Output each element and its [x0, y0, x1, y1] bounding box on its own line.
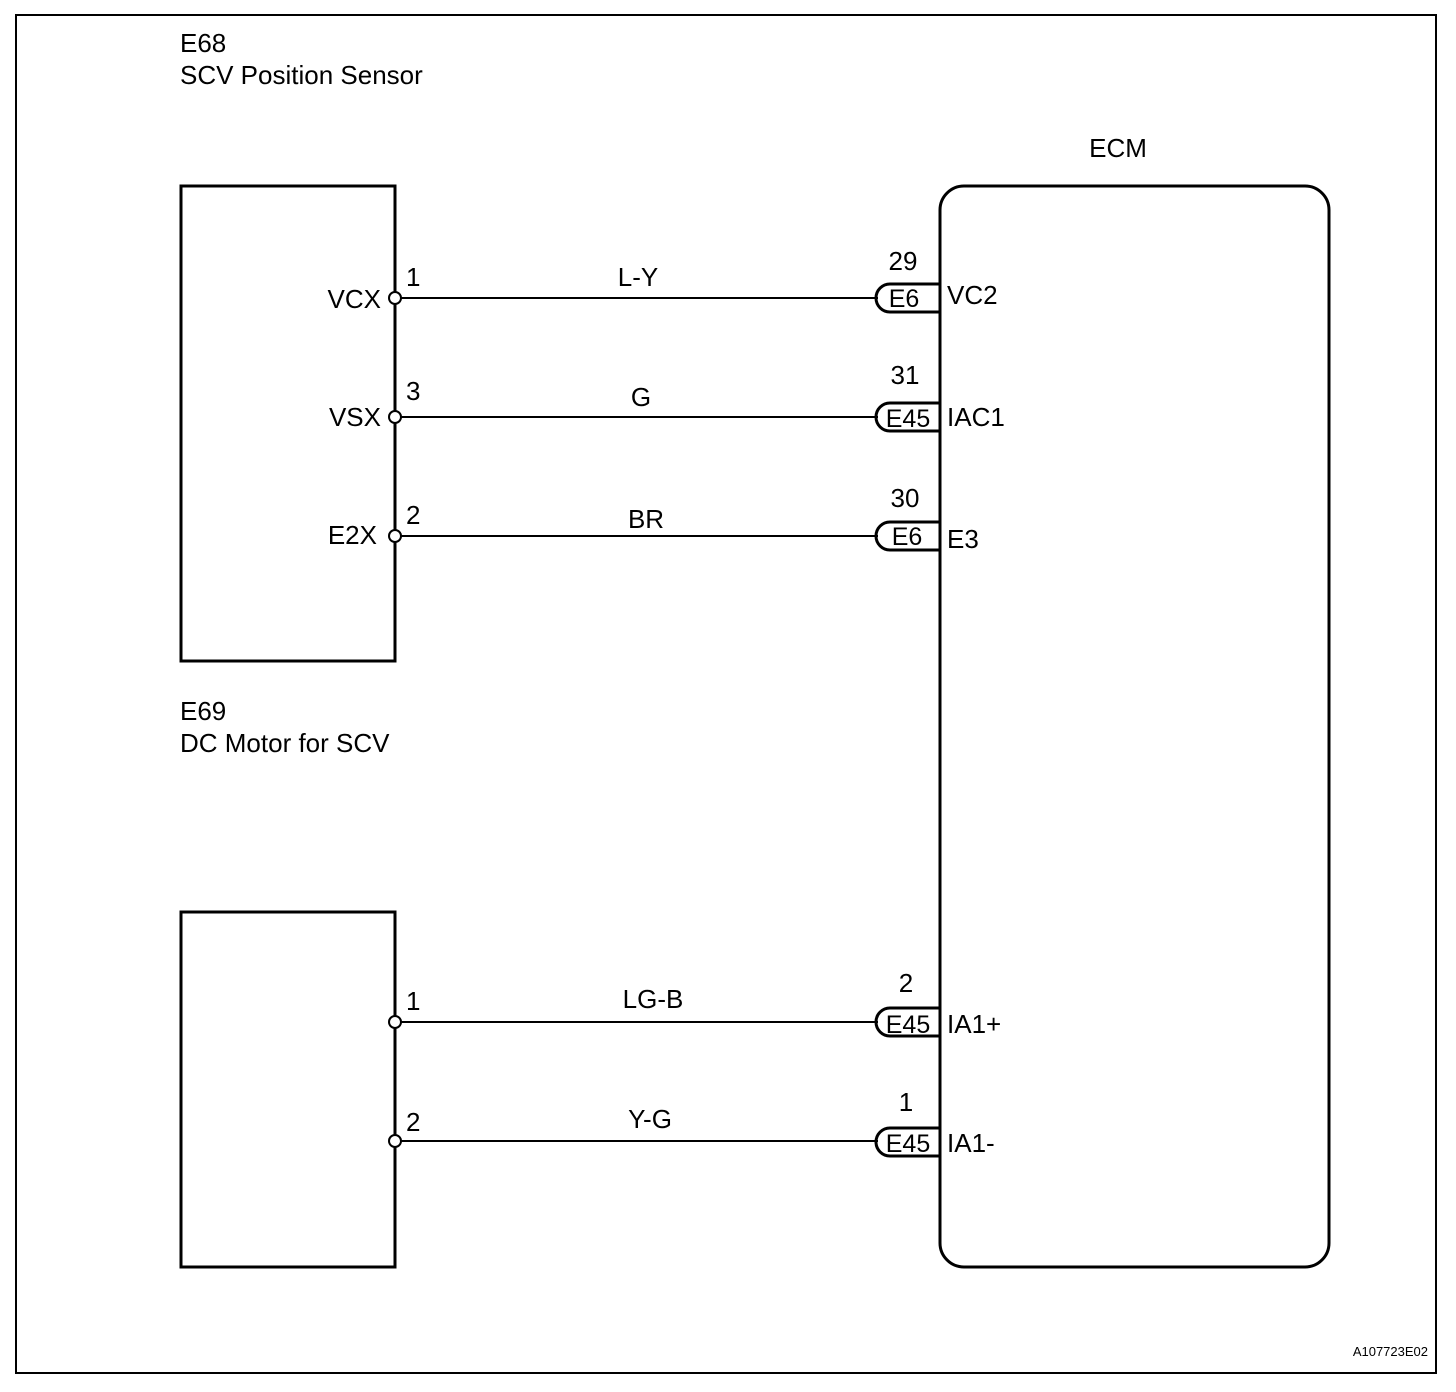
terminal-dot: [388, 1134, 402, 1148]
circuit-vsx: VSX 3 G 31 E45 IAC1: [329, 360, 1005, 433]
circuit-ia1-minus: 2 Y-G 1 E45 IA1-: [388, 1087, 995, 1158]
pin-number: 2: [406, 1107, 420, 1137]
wire-color-label: L-Y: [618, 262, 658, 292]
connector-label: E6: [892, 523, 923, 551]
connector-e45-shape: [874, 1126, 942, 1158]
motor-code: E69: [180, 696, 226, 726]
connector-e45-shape: [874, 401, 942, 433]
connector-e6-shape: [874, 282, 942, 314]
sensor-name: SCV Position Sensor: [180, 60, 423, 90]
wire-color-label: G: [631, 382, 651, 412]
circuit-ia1-plus: 1 LG-B 2 E45 IA1+: [388, 968, 1001, 1039]
connector-label: E45: [886, 1130, 930, 1158]
pin-number: 3: [406, 376, 420, 406]
sensor-terminal-label: VCX: [328, 284, 381, 314]
ecm-terminal-label: IA1-: [947, 1128, 995, 1158]
ecm-pin-number: 29: [889, 246, 918, 276]
pin-number: 1: [406, 262, 420, 292]
ecm-pin-number: 30: [891, 483, 920, 513]
wire-color-label: BR: [628, 504, 664, 534]
ecm-terminal-label: VC2: [947, 280, 998, 310]
terminal-dot: [388, 410, 402, 424]
ecm-pin-number: 1: [899, 1087, 913, 1117]
connector-label: E6: [889, 285, 920, 313]
wire-color-label: LG-B: [623, 984, 684, 1014]
pin-number: 1: [406, 986, 420, 1016]
ecm-pin-number: 31: [891, 360, 920, 390]
terminal-dot: [388, 529, 402, 543]
connector-label: E45: [886, 405, 930, 433]
diagram-frame: [15, 14, 1437, 1374]
ecm-label: ECM: [1089, 133, 1147, 163]
ecm-box: [938, 184, 1331, 1269]
connector-e6-shape: [874, 520, 942, 552]
terminal-dot: [388, 1015, 402, 1029]
sensor-code: E68: [180, 28, 226, 58]
connector-label: E45: [886, 1011, 930, 1039]
sensor-terminal-label: VSX: [329, 402, 381, 432]
ecm-pin-number: 2: [899, 968, 913, 998]
ecm-terminal-label: E3: [947, 524, 979, 554]
connector-e45-shape: [874, 1006, 942, 1038]
circuit-e2x: E2X 2 BR 30 E6 E3: [328, 483, 979, 554]
motor-name: DC Motor for SCV: [180, 728, 390, 758]
wire-color-label: Y-G: [628, 1104, 672, 1134]
pin-number: 2: [406, 500, 420, 530]
figure-id: A107723E02: [1353, 1344, 1428, 1359]
sensor-terminal-label: E2X: [328, 520, 377, 550]
terminal-dot: [388, 291, 402, 305]
circuit-vcx: VCX 1 L-Y 29 E6 VC2: [328, 246, 998, 314]
ecm-terminal-label: IA1+: [947, 1009, 1001, 1039]
motor-box: [179, 910, 397, 1269]
ecm-terminal-label: IAC1: [947, 402, 1005, 432]
